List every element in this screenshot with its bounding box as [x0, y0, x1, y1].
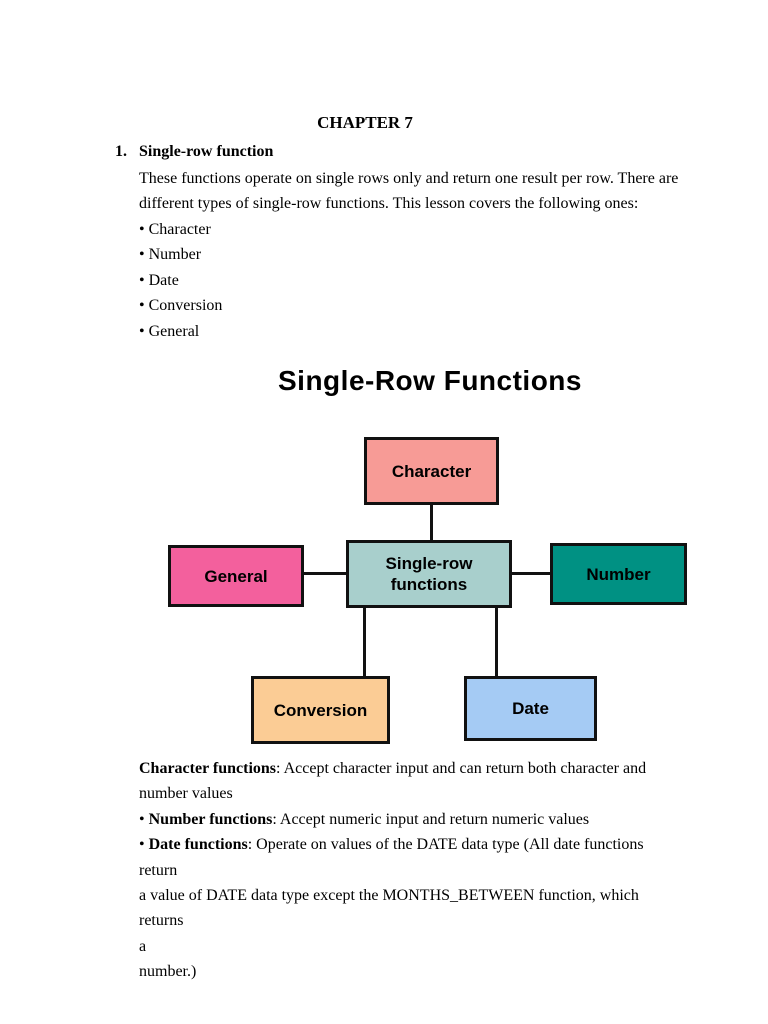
- diagram-box-label-line: Single-row: [385, 554, 473, 573]
- section-heading-text: Single-row function: [139, 143, 274, 160]
- diagram-box-date: Date: [464, 676, 597, 741]
- diagram-box-conversion: Conversion: [251, 676, 390, 744]
- connector-center-number: [510, 572, 552, 575]
- note-term: Number functions: [148, 810, 273, 828]
- diagram-box-label: Single-row functions: [386, 553, 473, 595]
- diagram-title: Single-Row Functions: [278, 365, 582, 396]
- paragraph-line: different types of single-row functions.…: [139, 195, 639, 213]
- list-item-label: Number: [148, 246, 202, 264]
- note-line: number.): [139, 959, 684, 984]
- list-item: • Date: [139, 268, 222, 293]
- note-term: Date functions: [148, 836, 248, 854]
- diagram-box-label: Character: [391, 461, 472, 481]
- note-line: Character functions: Accept character in…: [139, 756, 684, 781]
- section-number: 1.: [115, 143, 127, 160]
- note-line: a value of DATE data type except the MON…: [139, 883, 684, 934]
- diagram-box-character: Character: [364, 437, 499, 505]
- note-text: number values: [139, 785, 233, 803]
- diagram-box-label: Date: [512, 699, 549, 718]
- diagram-box-general: General: [168, 545, 304, 607]
- function-notes: Character functions: Accept character in…: [139, 756, 684, 985]
- list-item: • Number: [139, 242, 222, 267]
- list-item-label: Character: [148, 221, 211, 238]
- note-term: Character functions: [139, 760, 277, 777]
- bullet-marker: •: [139, 297, 149, 315]
- intro-paragraph: These functions operate on single rows o…: [139, 166, 679, 217]
- note-text: a: [139, 937, 147, 955]
- note-line: • Number functions: Accept numeric input…: [139, 807, 684, 832]
- connector-center-conversion: [363, 606, 366, 678]
- chapter-title: CHAPTER 7: [317, 113, 413, 132]
- note-line: a: [139, 934, 684, 959]
- list-item-label: Date: [148, 271, 179, 289]
- connector-center-date: [495, 606, 498, 678]
- bullet-marker: •: [139, 810, 149, 828]
- note-text: number.): [139, 963, 197, 981]
- bullet-marker: •: [139, 246, 149, 264]
- list-item: • General: [139, 319, 222, 344]
- bullet-marker: •: [139, 221, 149, 238]
- bullet-marker: •: [139, 836, 149, 854]
- diagram-box-number: Number: [550, 543, 687, 605]
- section-heading: 1. Single-row function: [115, 141, 273, 163]
- function-type-list: • Character • Number • Date • Conversion…: [139, 217, 222, 344]
- diagram-box-label-line: functions: [390, 575, 468, 594]
- note-text: : Accept numeric input and return numeri…: [272, 810, 590, 828]
- list-item: • Character: [139, 217, 222, 242]
- diagram-box-label: Number: [586, 564, 651, 584]
- diagram-box-label: General: [204, 566, 268, 586]
- connector-character-center: [430, 503, 433, 543]
- bullet-marker: •: [139, 322, 149, 340]
- note-text: : Operate on values of the DATE data typ…: [139, 836, 644, 879]
- diagram-box-single-row-functions: Single-row functions: [346, 540, 512, 608]
- bullet-marker: •: [139, 271, 149, 289]
- paragraph-line: These functions operate on single rows o…: [139, 170, 679, 187]
- note-text: : Accept character input and can return …: [276, 760, 647, 777]
- note-line: • Date functions: Operate on values of t…: [139, 832, 684, 883]
- diagram-box-label: Conversion: [273, 700, 368, 720]
- connector-general-center: [302, 572, 348, 575]
- note-text: a value of DATE data type except the MON…: [139, 887, 639, 930]
- note-line: number values: [139, 781, 684, 806]
- list-item-label: General: [148, 322, 200, 340]
- list-item: • Conversion: [139, 293, 222, 318]
- list-item-label: Conversion: [148, 297, 223, 315]
